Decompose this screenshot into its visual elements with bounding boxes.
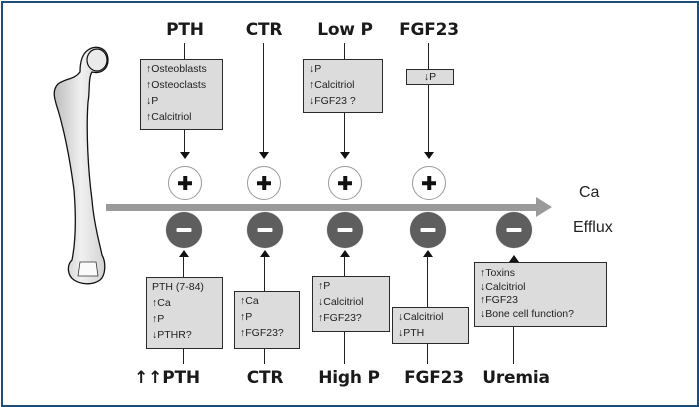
connector-line <box>428 43 429 69</box>
effect-item: ↑Calcitriol <box>146 111 192 123</box>
arrow-down-icon <box>424 152 434 159</box>
stimulator-box-pth: ↑Osteoblasts ↑Osteoclasts ↓P ↑Calcitriol <box>140 59 223 130</box>
effect-item: ↓Calcitriol <box>480 280 526 293</box>
arrow-up-icon <box>509 255 519 262</box>
minus-inhibit-icon <box>166 212 202 248</box>
effect-item: ↑FGF23 <box>480 294 518 306</box>
calcium-efflux-arrow <box>106 204 538 211</box>
stimulator-box-low-p: ↓P ↑Calcitriol ↓FGF23 ? <box>303 59 383 113</box>
connector-line <box>344 113 345 153</box>
femur-bone-icon <box>53 46 109 285</box>
connector-line <box>184 130 185 153</box>
stimulator-title-pth: PTH <box>166 20 204 40</box>
axis-label-ca: Ca <box>579 184 600 201</box>
plus-stimulate-icon <box>247 166 281 200</box>
connector-line <box>428 85 429 153</box>
effect-item: ↓FGF23 ? <box>309 95 356 107</box>
connector-line <box>263 43 264 153</box>
effect-item: ↓PTH <box>398 327 425 339</box>
inhibitor-title-fgf23: FGF23 <box>404 368 464 388</box>
calcium-efflux-arrowhead <box>536 197 552 217</box>
effect-item: ↓P <box>146 95 159 107</box>
minus-inhibit-icon <box>327 212 363 248</box>
inhibitor-box-ctr: ↑Ca ↑P ↑FGF23? <box>234 291 300 349</box>
effect-item: ↓Bone cell function? <box>480 307 574 320</box>
inhibitor-box-pth: PTH (7-84) ↑Ca ↑P ↓PTHR? <box>146 277 223 349</box>
minus-inhibit-icon <box>410 212 446 248</box>
stimulator-title-low-p: Low P <box>317 20 373 40</box>
arrow-down-icon <box>340 152 350 159</box>
plus-stimulate-icon <box>412 166 446 200</box>
effect-item: ↓P <box>423 71 437 83</box>
effect-item: ↑Ca <box>240 295 259 307</box>
connector-line <box>183 349 184 364</box>
effect-item: ↑P <box>240 311 253 323</box>
inhibitor-title-high-p: High P <box>318 368 380 388</box>
connector-line <box>344 332 345 364</box>
effect-item: ↑P <box>318 280 331 292</box>
connector-line <box>344 43 345 59</box>
stimulator-title-fgf23: FGF23 <box>399 20 459 40</box>
connector-line <box>264 349 265 364</box>
inhibitor-box-uremia: ↑Toxins ↓Calcitriol ↑FGF23 ↓Bone cell fu… <box>474 262 607 327</box>
effect-item: ↑FGF23? <box>240 327 284 339</box>
inhibitor-title-ctr: CTR <box>246 368 284 388</box>
effect-item: ↑Osteoclasts <box>146 79 207 91</box>
effect-item: ↓Calcitriol <box>318 296 364 308</box>
arrow-up-icon <box>260 250 270 257</box>
effect-item: ↑Toxins <box>480 267 516 279</box>
effect-item: ↓Calcitriol <box>398 311 444 323</box>
stimulator-title-ctr: CTR <box>245 20 283 40</box>
minus-inhibit-icon <box>247 212 283 248</box>
effect-item: ↓P <box>309 63 322 75</box>
minus-inhibit-icon <box>496 212 532 248</box>
arrow-up-icon <box>423 250 433 257</box>
effect-item: PTH (7-84) <box>152 281 204 293</box>
connector-line <box>183 256 184 277</box>
effect-item: ↑Calcitriol <box>309 79 355 91</box>
connector-line <box>427 344 428 364</box>
axis-label-efflux: Efflux <box>573 219 613 236</box>
inhibitor-title-uremia: Uremia <box>482 368 550 388</box>
arrow-down-icon <box>259 152 269 159</box>
arrow-up-icon <box>340 250 350 257</box>
connector-line <box>513 327 514 364</box>
inhibitor-box-high-p: ↑P ↓Calcitriol ↑FGF23? <box>312 276 390 332</box>
effect-item: ↑Ca <box>152 297 171 309</box>
connector-line <box>344 256 345 276</box>
arrow-down-icon <box>180 152 190 159</box>
effect-item: ↑FGF23? <box>318 312 362 324</box>
stimulator-box-fgf23: ↓P <box>406 69 454 85</box>
inhibitor-title-high-pth: ↑↑PTH <box>134 368 200 388</box>
plus-stimulate-icon <box>168 166 202 200</box>
effect-item: ↑P <box>152 313 165 325</box>
connector-line <box>427 256 428 307</box>
effect-item: ↓PTHR? <box>152 329 192 341</box>
effect-item: ↑Osteoblasts <box>146 63 207 75</box>
connector-line <box>264 256 265 291</box>
arrow-up-icon <box>179 250 189 257</box>
inhibitor-box-fgf23: ↓Calcitriol ↓PTH <box>392 307 469 344</box>
connector-line <box>184 43 185 59</box>
plus-stimulate-icon <box>328 166 362 200</box>
